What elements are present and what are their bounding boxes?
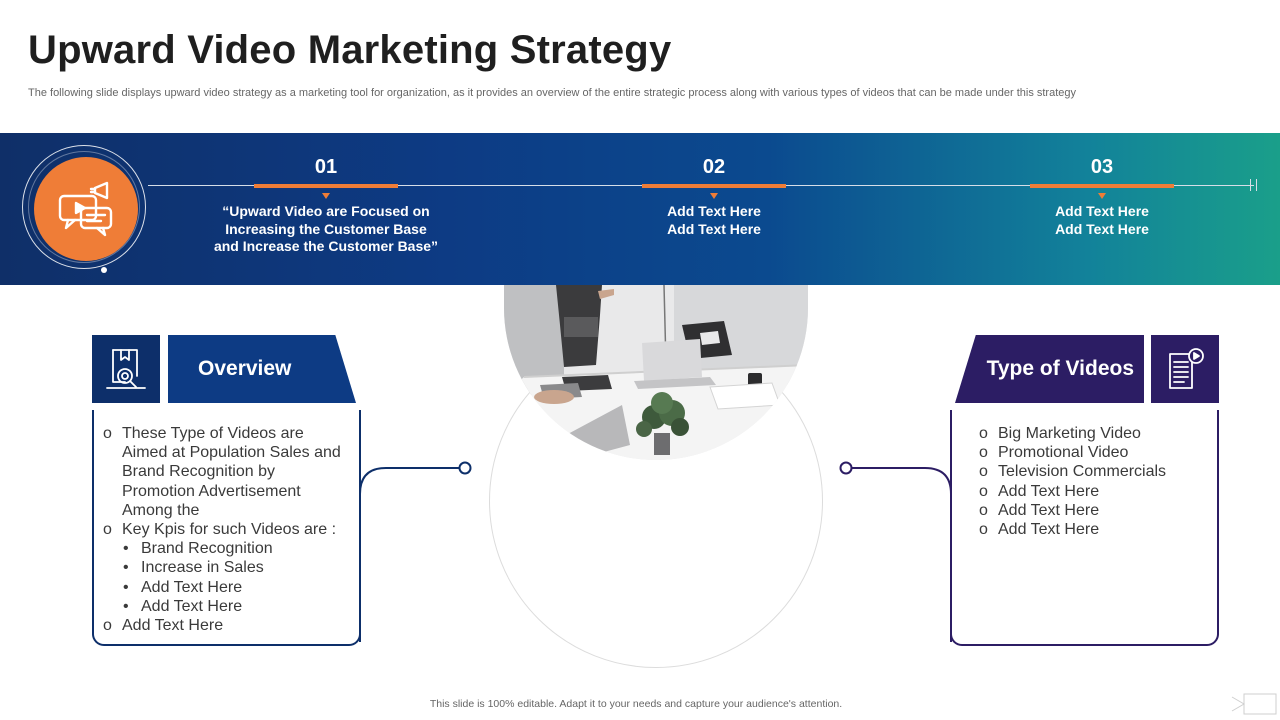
page-title: Upward Video Marketing Strategy [28, 28, 672, 72]
step-pointer [1098, 193, 1106, 199]
emblem-ring [22, 145, 146, 269]
list-subitem: •Increase in Sales [123, 559, 264, 577]
step-text: Add Text Here Add Text Here [1055, 203, 1149, 237]
megaphone-video-icon [58, 181, 113, 237]
emblem-ring-inner [28, 151, 140, 263]
step-number: 01 [314, 156, 338, 178]
page-subtitle: The following slide displays upward vide… [28, 87, 1076, 99]
timeline-end-tick [1256, 179, 1257, 191]
step-2: 02 Add Text Here Add Text Here [584, 153, 844, 238]
step-text: Add Text Here Add Text Here [667, 203, 761, 237]
list-subitem: •Add Text Here [123, 597, 243, 615]
step-bar [1030, 184, 1174, 188]
step-pointer [322, 193, 330, 199]
list-item: Aimed at Population Sales and [122, 444, 341, 462]
overview-heading-label: Overview [198, 357, 292, 380]
list-item: Among the [122, 501, 200, 519]
video-document-icon [1169, 348, 1204, 389]
process-banner: 01 “Upward Video are Focused on Increasi… [0, 133, 1280, 285]
types-card [950, 410, 1219, 646]
list-subitem: •Brand Recognition [123, 540, 273, 558]
types-heading: Type of Videos [955, 335, 1144, 403]
list-item: Promotion Advertisement [122, 482, 301, 500]
step-pointer [710, 193, 718, 199]
overview-icon-box [92, 335, 160, 403]
step-bar [254, 184, 398, 188]
timeline-end-tick [1250, 179, 1251, 191]
step-1: 01 “Upward Video are Focused on Increasi… [196, 153, 456, 256]
step-number: 02 [702, 156, 726, 178]
footer-note: This slide is 100% editable. Adapt it to… [429, 698, 843, 710]
list-subitem: •Add Text Here [123, 578, 243, 596]
certificate-search-icon [106, 349, 146, 389]
overview-heading: Overview [168, 335, 356, 403]
overview-card [92, 410, 361, 646]
step-text: “Upward Video are Focused on Increasing … [213, 203, 439, 254]
step-3: 03 Add Text Here Add Text Here [972, 153, 1232, 238]
list-item: Brand Recognition by [122, 463, 275, 481]
slide-corner-icon [1231, 693, 1277, 715]
step-number: 03 [1090, 156, 1114, 178]
types-icon-box [1151, 335, 1219, 403]
step-bar [642, 184, 786, 188]
video-marketing-emblem [34, 157, 138, 261]
types-heading-label: Type of Videos [986, 357, 1134, 380]
emblem-dot [101, 267, 107, 273]
